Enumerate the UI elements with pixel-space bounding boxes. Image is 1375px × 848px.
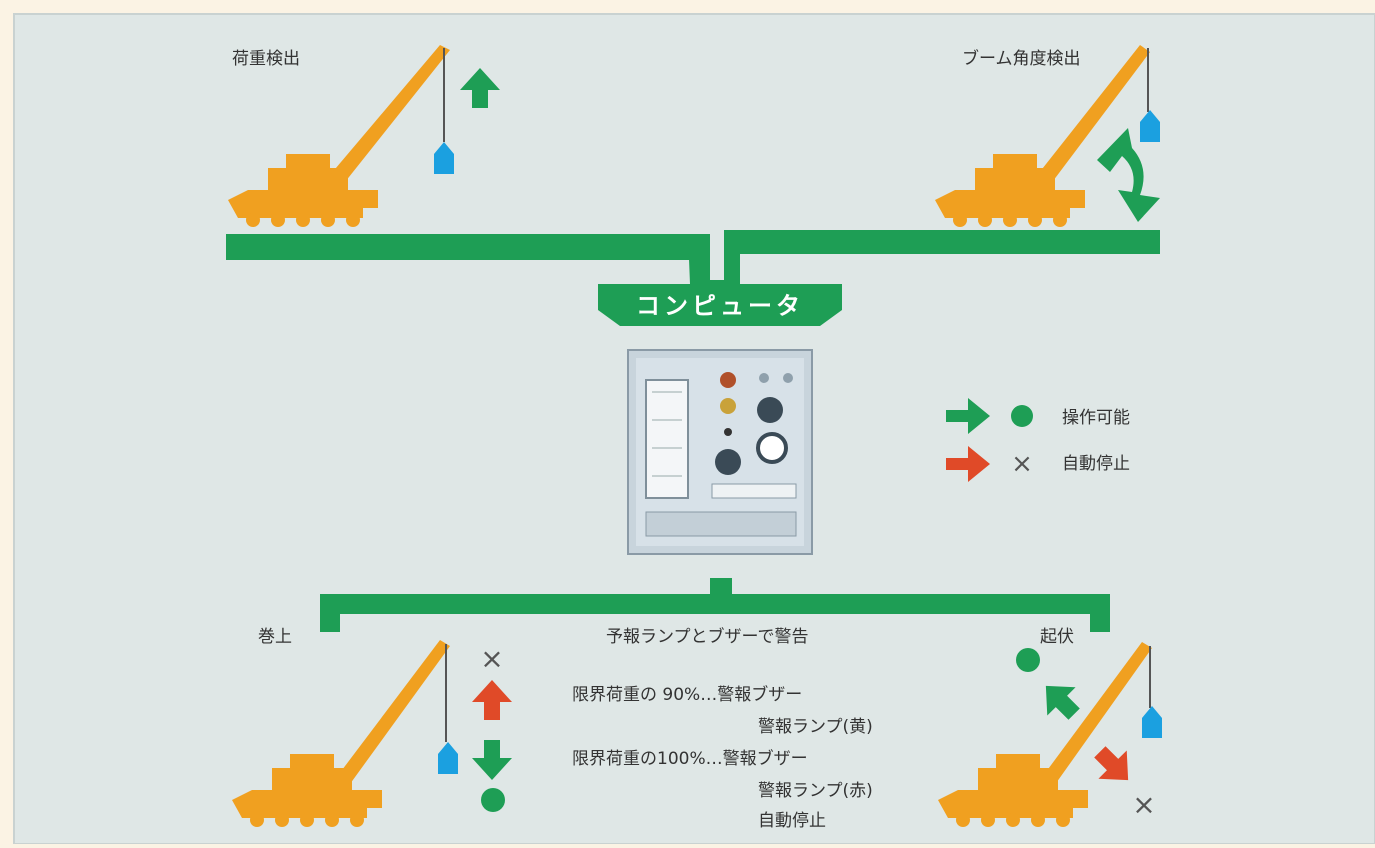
boom-angle-crane-icon [935,45,1160,227]
computer-banner: コンピュータ [598,284,842,326]
hoist-crane-icon [232,640,458,827]
bottom-signal-bar [320,578,1110,632]
load-detect-label: 荷重検出 [232,49,300,69]
luffing-up-circle-icon [1016,648,1040,672]
at-90-line1: 限界荷重の 90%…警報ブザー [572,684,802,705]
control-panel-icon [627,349,813,555]
boom-angle-label: ブーム角度検出 [962,48,1081,69]
at-100-line2: 警報ランプ(赤) [758,781,873,801]
top-signal-bar [226,230,1160,292]
legend-stop-label: 自動停止 [1062,454,1130,474]
at-100-line3: 自動停止 [758,811,826,831]
at-100-line1: 限界荷重の100%…警報ブザー [572,748,808,769]
legend-stop-mark: × [1011,449,1033,479]
at-90-line2: 警報ランプ(黄) [758,717,873,737]
legend: 操作可能 × 自動停止 [946,398,1130,482]
warning-title: 予報ランプとブザーで警告 [606,626,808,647]
computer-label: コンピュータ [636,292,804,320]
legend-ok-label: 操作可能 [1062,408,1130,428]
hoist-up-cross-mark: × [480,642,503,675]
load-detect-crane-icon [228,45,454,227]
luffing-down-cross-mark: × [1132,788,1155,821]
luffing-crane-icon [938,642,1162,827]
curved-double-arrow-icon [1097,128,1160,222]
luffing-label: 起伏 [1040,627,1074,647]
hoist-label: 巻上 [258,627,292,647]
circle-icon [1011,405,1033,427]
hoist-down-circle-icon [481,788,505,812]
